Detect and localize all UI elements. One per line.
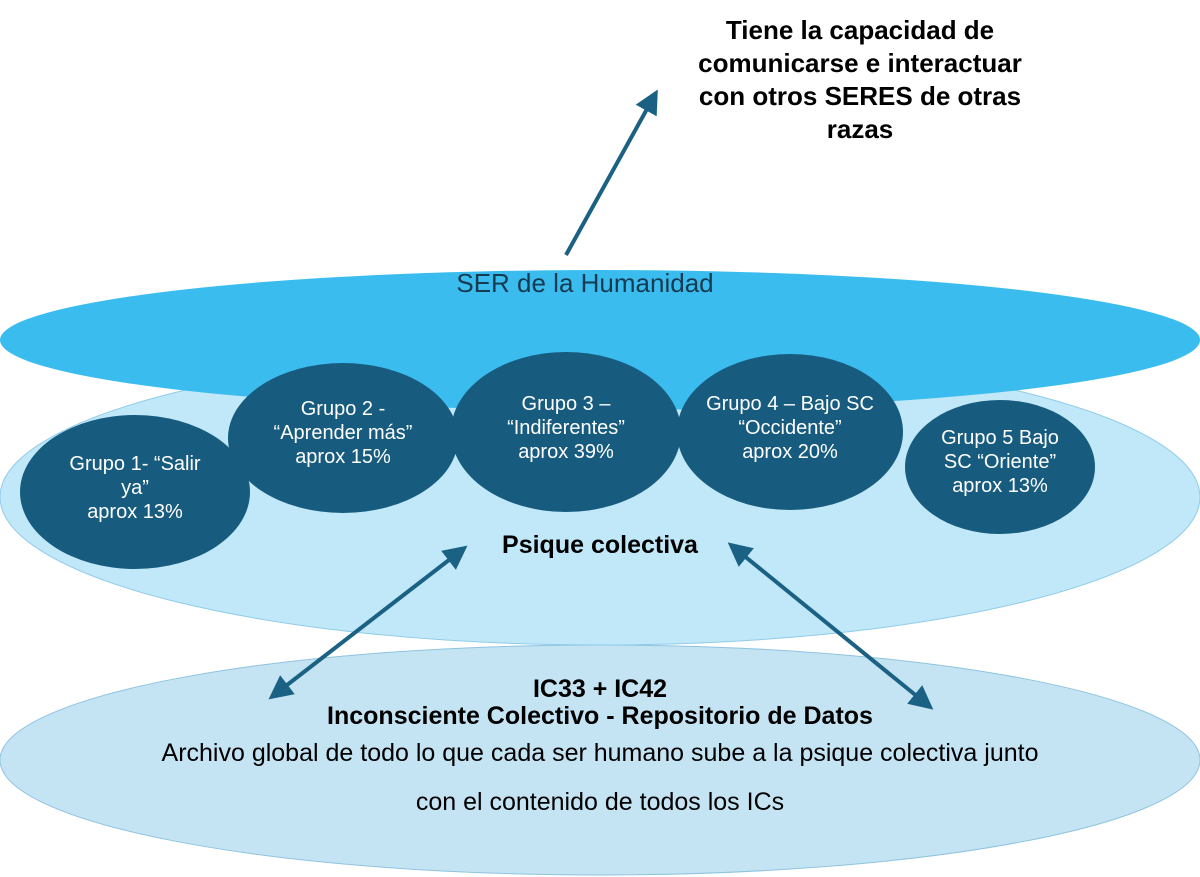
group-line: Grupo 2 - xyxy=(300,398,386,420)
top-note: Tiene la capacidad de comunicarse e inte… xyxy=(660,14,1060,146)
ic-description-line2: con el contenido de todos los ICs xyxy=(415,788,785,816)
group-line: ya” xyxy=(121,477,149,499)
top-note-line: con otros SERES de otras xyxy=(698,81,1022,112)
group-5-label: Grupo 5 Bajo SC “Oriente” aprox 13% xyxy=(905,426,1095,498)
group-line: aprox 13% xyxy=(952,475,1048,497)
group-line: “Indiferentes” xyxy=(507,417,625,439)
group-line: Grupo 4 – Bajo SC xyxy=(706,393,874,415)
group-line: aprox 15% xyxy=(295,446,391,468)
group-3-label: Grupo 3 – “Indiferentes” aprox 39% xyxy=(461,392,671,464)
group-4-label: Grupo 4 – Bajo SC “Occidente” aprox 20% xyxy=(680,392,900,464)
right-double-arrow xyxy=(727,542,934,710)
group-2-label: Grupo 2 - “Aprender más” aprox 15% xyxy=(238,397,448,469)
ser-label: SER de la Humanidad xyxy=(456,268,714,298)
group-line: SC “Oriente” xyxy=(943,451,1057,473)
group-5-ellipse xyxy=(905,400,1095,534)
ic-description-line1: Archivo global de todo lo que cada ser h… xyxy=(161,739,1039,767)
ic-title: IC33 + IC42 xyxy=(532,675,668,703)
group-line: aprox 39% xyxy=(518,441,614,463)
group-line: Grupo 3 – xyxy=(521,393,611,415)
top-note-line: Tiene la capacidad de xyxy=(725,15,995,45)
psique-label: Psique colectiva xyxy=(502,531,698,559)
group-3-ellipse xyxy=(451,352,681,512)
group-line: “Occidente” xyxy=(738,417,842,439)
top-note-line: razas xyxy=(826,114,894,145)
group-line: Grupo 5 Bajo xyxy=(941,427,1059,449)
group-line: aprox 13% xyxy=(87,501,183,523)
group-1-label: Grupo 1- “Salir ya” aprox 13% xyxy=(40,452,230,524)
left-double-arrow xyxy=(268,545,468,700)
group-2-ellipse xyxy=(228,363,458,513)
group-line: Grupo 1- “Salir xyxy=(69,453,201,475)
group-line: “Aprender más” xyxy=(273,422,413,444)
group-1-ellipse xyxy=(20,415,250,569)
up-arrow xyxy=(564,89,658,256)
top-note-line: comunicarse e interactuar xyxy=(698,48,1022,79)
group-4-ellipse xyxy=(677,354,903,510)
group-line: aprox 20% xyxy=(742,441,838,463)
ic-subtitle: Inconsciente Colectivo - Repositorio de … xyxy=(327,702,873,730)
